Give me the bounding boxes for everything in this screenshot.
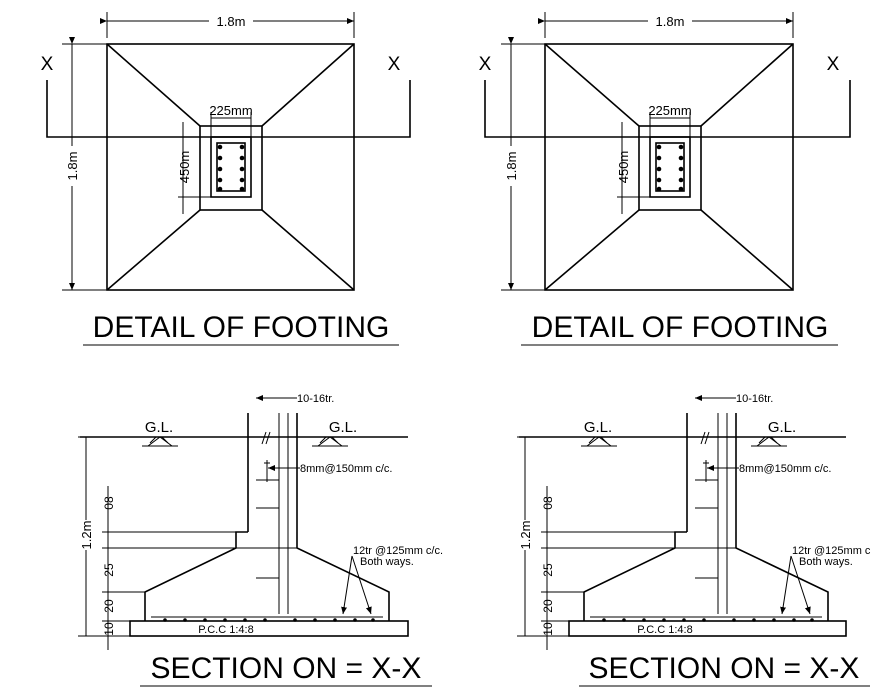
pcc-bed	[129, 620, 409, 637]
plan-height-label: 1.8m	[504, 152, 519, 181]
dim-10: 10	[102, 622, 116, 636]
plan-width-label: 1.8m	[217, 14, 246, 29]
column-tie	[655, 142, 685, 192]
section-mark-left: X	[479, 54, 492, 75]
dim-20: 20	[102, 599, 116, 613]
column-width-label: 225mm	[209, 103, 252, 118]
plan-title: DETAIL OF FOOTING	[93, 311, 390, 344]
ground-hatch-left	[581, 436, 617, 447]
footing-plan-right: 1.8m 1.8m 225mm 450m X X DETA	[479, 12, 851, 346]
main-bar-label: 10-16tr.	[736, 393, 773, 405]
depth-label: 1.2m	[518, 521, 533, 550]
ground-label-left: G.L.	[584, 419, 612, 436]
ground-hatch-left	[142, 436, 178, 447]
section-title: SECTION ON = X-X	[589, 652, 860, 685]
dim-20: 20	[541, 599, 555, 613]
tie-label: 8mm@150mm c/c.	[739, 463, 831, 475]
footing-outline	[106, 43, 355, 291]
footing-right-slope	[735, 532, 829, 621]
column-bars	[217, 144, 245, 192]
mesh-bars	[163, 618, 375, 622]
dim-10: 10	[541, 622, 555, 636]
column-tie	[216, 142, 246, 192]
tie-label: 8mm@150mm c/c.	[300, 463, 392, 475]
main-bar-label: 10-16tr.	[297, 393, 334, 405]
plan-width-label: 1.8m	[656, 14, 685, 29]
plan-title: DETAIL OF FOOTING	[532, 311, 829, 344]
dim-08: 08	[102, 496, 116, 510]
column-ties	[695, 479, 718, 579]
footing-left-slope	[583, 531, 687, 621]
section-cut-line	[484, 80, 851, 138]
dim-25: 25	[541, 563, 555, 577]
column-ties	[256, 479, 279, 579]
dim-25: 25	[102, 563, 116, 577]
column-width-label: 225mm	[648, 103, 691, 118]
ground-label-right: G.L.	[768, 419, 796, 436]
pcc-bed	[568, 620, 847, 637]
mesh-label-line1: 12tr @125mm c	[792, 545, 871, 557]
break-symbol	[700, 431, 710, 445]
section-mark-right: X	[827, 54, 840, 75]
pedestal-outline	[638, 125, 702, 211]
ground-hatch-right	[751, 436, 787, 447]
section-mark-left: X	[41, 54, 54, 75]
section-title: SECTION ON = X-X	[151, 652, 422, 685]
mesh-label-line1: 12tr @125mm c/c.	[353, 545, 443, 557]
footing-left-slope	[144, 531, 248, 621]
footing-section-right: G.L. G.L. P.C.C 1:4:8	[517, 393, 871, 687]
depth-label: 1.2m	[79, 521, 94, 550]
mesh-label-line2: Both ways.	[360, 556, 414, 568]
footing-right-slope	[296, 532, 390, 621]
pcc-label: P.C.C 1:4:8	[198, 624, 253, 636]
pedestal-outline	[199, 125, 263, 211]
section-cut-line	[46, 80, 411, 138]
footing-plan-left: 1.8m 1.8m 225mm	[41, 12, 411, 346]
footing-section-left: G.L. G.L. P.C.	[78, 393, 443, 687]
column-bars	[656, 144, 684, 192]
break-symbol	[261, 431, 271, 445]
mesh-label-line2: Both ways.	[799, 556, 853, 568]
ground-label-left: G.L.	[145, 419, 173, 436]
column-depth-label: 450m	[616, 151, 631, 184]
plan-height-label: 1.8m	[65, 152, 80, 181]
section-mark-right: X	[388, 54, 401, 75]
ground-hatch-right	[312, 436, 348, 447]
mesh-bars	[602, 618, 814, 622]
footing-outline	[544, 43, 794, 291]
ground-label-right: G.L.	[329, 419, 357, 436]
dim-08: 08	[541, 496, 555, 510]
column-depth-label: 450m	[177, 151, 192, 184]
pcc-label: P.C.C 1:4:8	[637, 624, 692, 636]
